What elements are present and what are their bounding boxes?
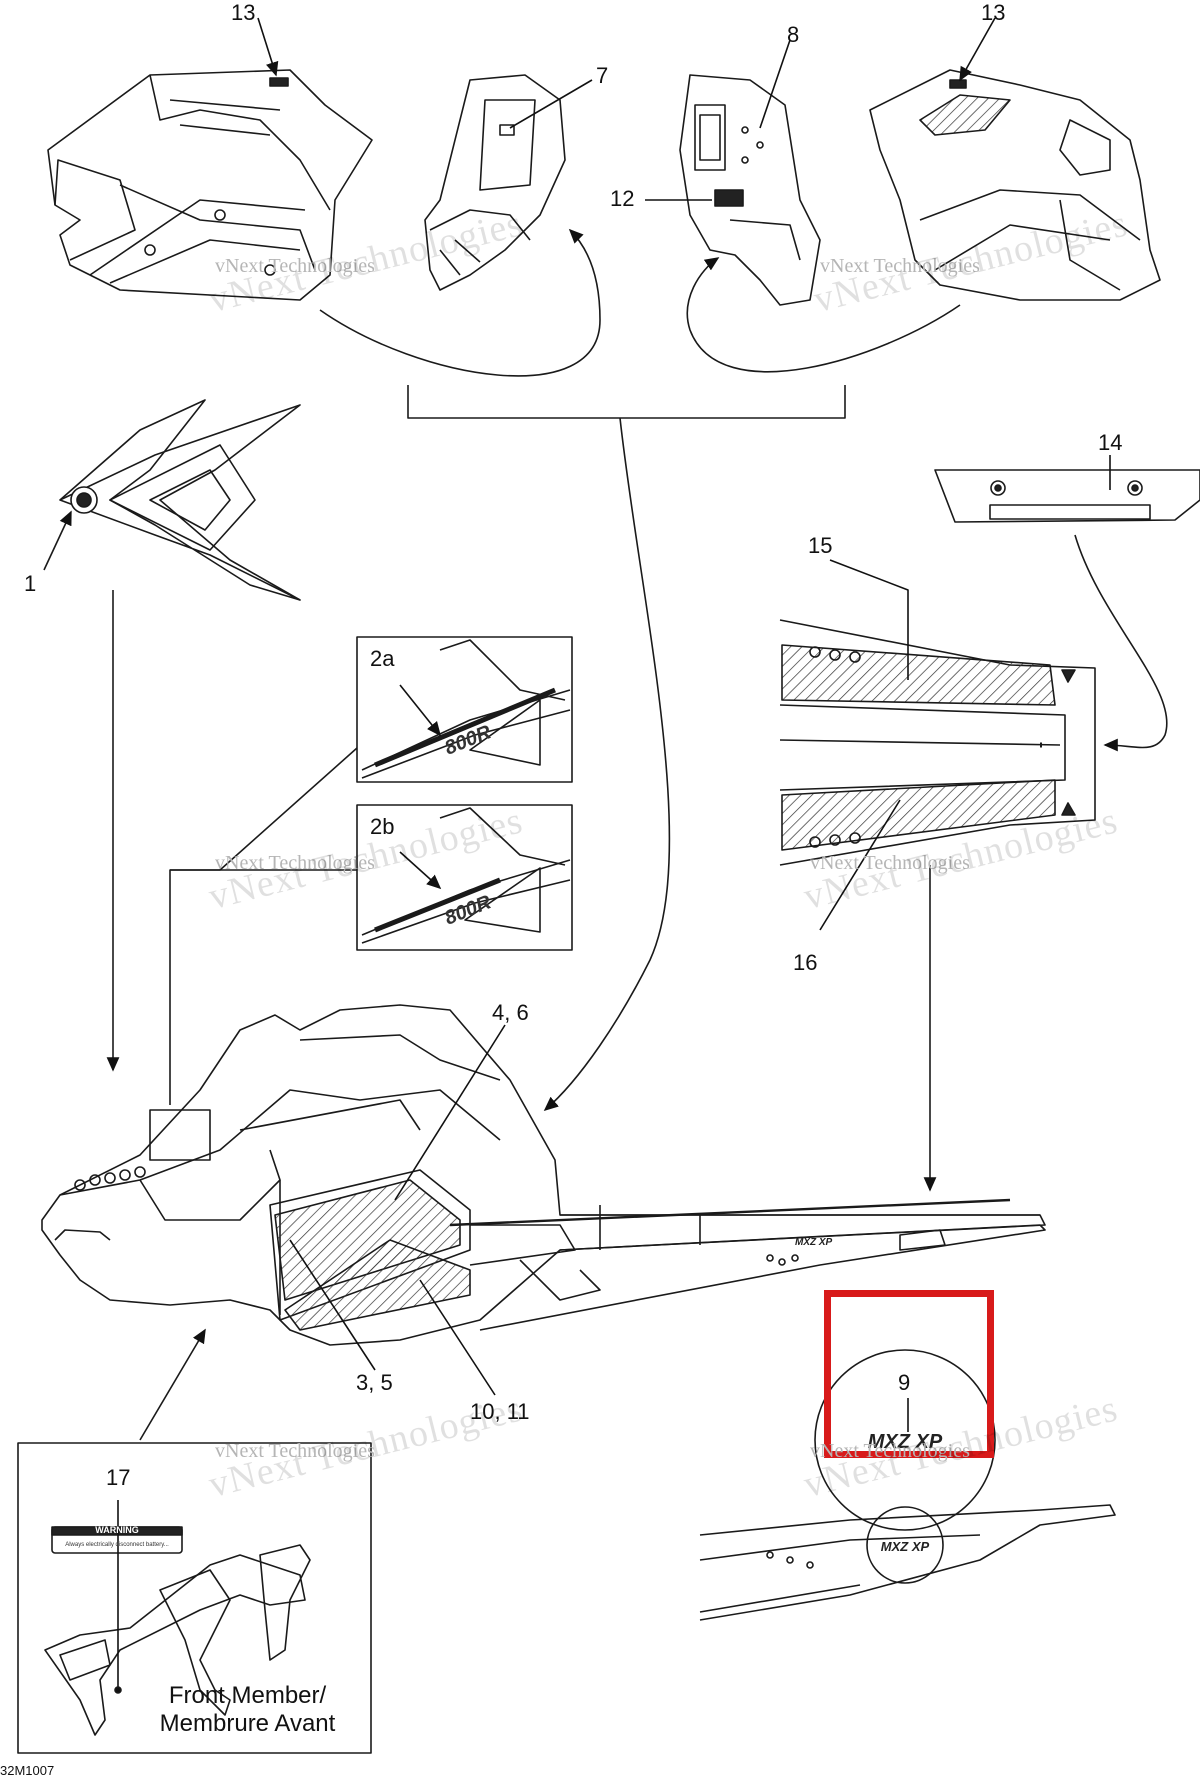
drawing-code: 32M1007 xyxy=(0,1763,55,1778)
right-sidepod-panel xyxy=(679,74,821,306)
warning-label-text: Always electrically disconnect battery..… xyxy=(65,1542,169,1548)
decal-chassis-text: MXZ XP xyxy=(795,1237,833,1248)
callout-12[interactable]: 12 xyxy=(610,186,635,211)
callout-4-6[interactable]: 4, 6 xyxy=(492,1000,529,1025)
callout-14[interactable]: 14 xyxy=(1098,430,1123,455)
inset-2b xyxy=(356,804,573,951)
main-chassis xyxy=(41,1004,1046,1346)
callout-13-right[interactable]: 13 xyxy=(981,0,1006,25)
left-side-panel xyxy=(47,69,373,301)
caption-line-1: Front Member/ xyxy=(168,1682,327,1709)
callout-3-5[interactable]: 3, 5 xyxy=(356,1370,393,1395)
callout-2a[interactable]: 2a xyxy=(370,646,395,671)
callout-8[interactable]: 8 xyxy=(787,22,800,47)
warning-label-title: WARNING xyxy=(95,1525,139,1535)
callout-9[interactable]: 9 xyxy=(898,1370,911,1395)
callout-13-left[interactable]: 13 xyxy=(231,0,256,25)
front-member-inset xyxy=(17,1442,372,1754)
decal-9-small-text: MXZ XP xyxy=(881,1539,930,1554)
left-sidepod-panel xyxy=(424,74,566,291)
rear-bumper-piece xyxy=(934,469,1200,523)
callout-10-11[interactable]: 10, 11 xyxy=(470,1399,530,1424)
highlight-box-item-9[interactable] xyxy=(824,1290,994,1458)
decal-9-detail xyxy=(699,1349,1116,1621)
right-side-panel xyxy=(869,69,1161,301)
callout-16[interactable]: 16 xyxy=(793,950,818,975)
callout-2b[interactable]: 2b xyxy=(370,814,395,839)
caption-line-2: Membrure Avant xyxy=(159,1709,336,1737)
nose-panel xyxy=(43,399,301,601)
callout-17[interactable]: 17 xyxy=(106,1465,131,1490)
inset-2a xyxy=(356,636,573,783)
callout-1[interactable]: 1 xyxy=(24,571,37,596)
decal-9-text: MXZ XP xyxy=(868,1431,943,1453)
tunnel-top-view xyxy=(779,619,1096,866)
callout-7[interactable]: 7 xyxy=(596,63,609,88)
front-member-caption: Front Member/ Membrure Avant xyxy=(135,1682,360,1737)
callout-15[interactable]: 15 xyxy=(808,533,833,558)
